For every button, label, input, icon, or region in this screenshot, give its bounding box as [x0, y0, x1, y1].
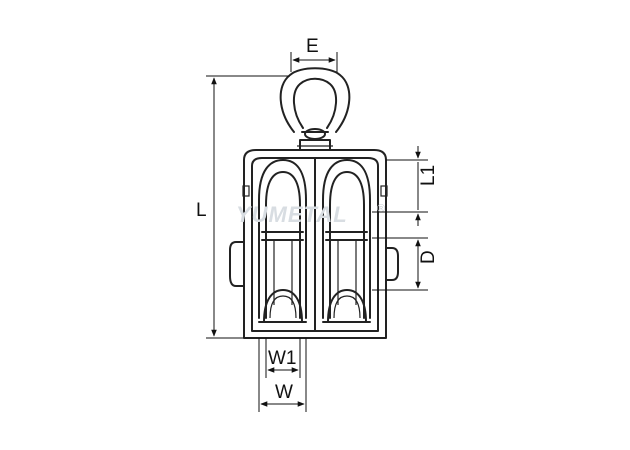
- dimension-label-d: D: [418, 250, 439, 264]
- dimension-label-l: L: [196, 200, 207, 221]
- swivel-eye: [279, 67, 351, 151]
- dimension-d: D: [372, 237, 439, 291]
- dimension-label-w1: W1: [268, 348, 297, 369]
- watermark-text: YUMETAL: [236, 202, 348, 227]
- dimension-l1: L1: [372, 146, 439, 226]
- block-housing: [229, 149, 399, 339]
- watermark-registered-mark: ®: [377, 203, 385, 215]
- dimension-w: W: [258, 338, 307, 412]
- dimension-e: E: [290, 36, 338, 72]
- dimension-label-e: E: [306, 36, 319, 57]
- dimension-label-l1: L1: [418, 165, 439, 186]
- right-sheave: [322, 159, 371, 323]
- yumetal-watermark: YUMETAL ®: [236, 202, 385, 227]
- dimension-w1: W1: [265, 338, 301, 378]
- left-sheave: [258, 159, 307, 323]
- dimension-l: L: [196, 75, 290, 339]
- dimension-label-w: W: [275, 382, 293, 403]
